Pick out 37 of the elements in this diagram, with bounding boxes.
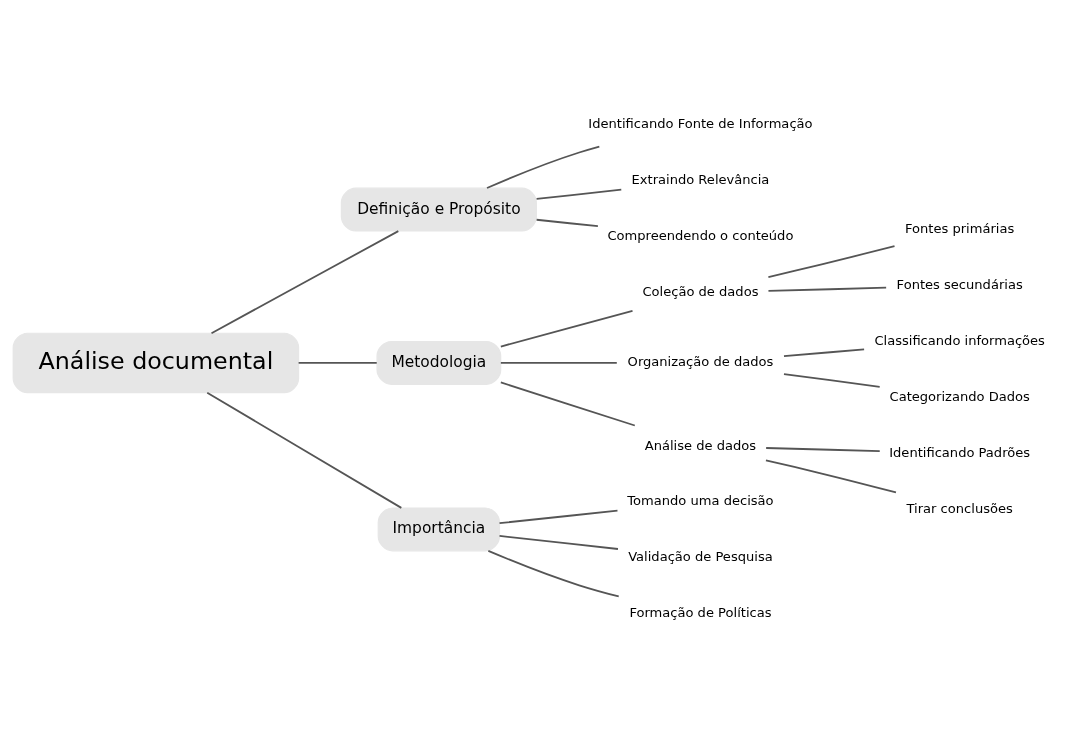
node-box: Importância xyxy=(377,506,501,551)
node-box: Metodologia xyxy=(376,340,502,385)
node-text: Coleção de dados xyxy=(642,283,759,299)
connector xyxy=(765,459,897,493)
node-text: Identificando Fonte de Informação xyxy=(588,115,813,131)
connector xyxy=(535,188,623,200)
connector xyxy=(498,534,619,550)
connector xyxy=(767,286,888,292)
node-text: Compreendendo o conteúdo xyxy=(607,227,794,243)
connector xyxy=(498,509,619,524)
connector xyxy=(486,145,601,189)
node-text: Fontes primárias xyxy=(905,220,1015,236)
connector xyxy=(487,549,620,597)
connector xyxy=(297,361,378,364)
connector xyxy=(765,446,881,452)
node-text: Análise de dados xyxy=(644,437,757,453)
node-box: Análise documental xyxy=(12,332,300,393)
connector xyxy=(783,348,865,357)
connector xyxy=(535,218,599,227)
node-text: Formação de Políticas xyxy=(629,604,772,620)
node-text: Identificando Padrões xyxy=(889,444,1031,460)
node-text: Categorizando Dados xyxy=(889,388,1030,404)
connector xyxy=(767,244,896,278)
node-text: Extraindo Relevância xyxy=(631,171,770,187)
node-text: Tirar conclusões xyxy=(906,500,1013,516)
node-text: Organização de dados xyxy=(627,353,774,369)
node-text: Classificando informações xyxy=(874,332,1045,348)
connector xyxy=(499,381,636,426)
node-text: Tomando uma decisão xyxy=(627,492,774,508)
connector xyxy=(499,361,618,364)
connector xyxy=(210,229,400,334)
connector xyxy=(783,372,881,388)
node-text: Validação de Pesquisa xyxy=(628,548,773,564)
connector xyxy=(206,391,403,509)
node-text: Fontes secundárias xyxy=(896,276,1023,292)
connector xyxy=(499,309,634,347)
node-box: Definição e Propósito xyxy=(340,187,537,232)
